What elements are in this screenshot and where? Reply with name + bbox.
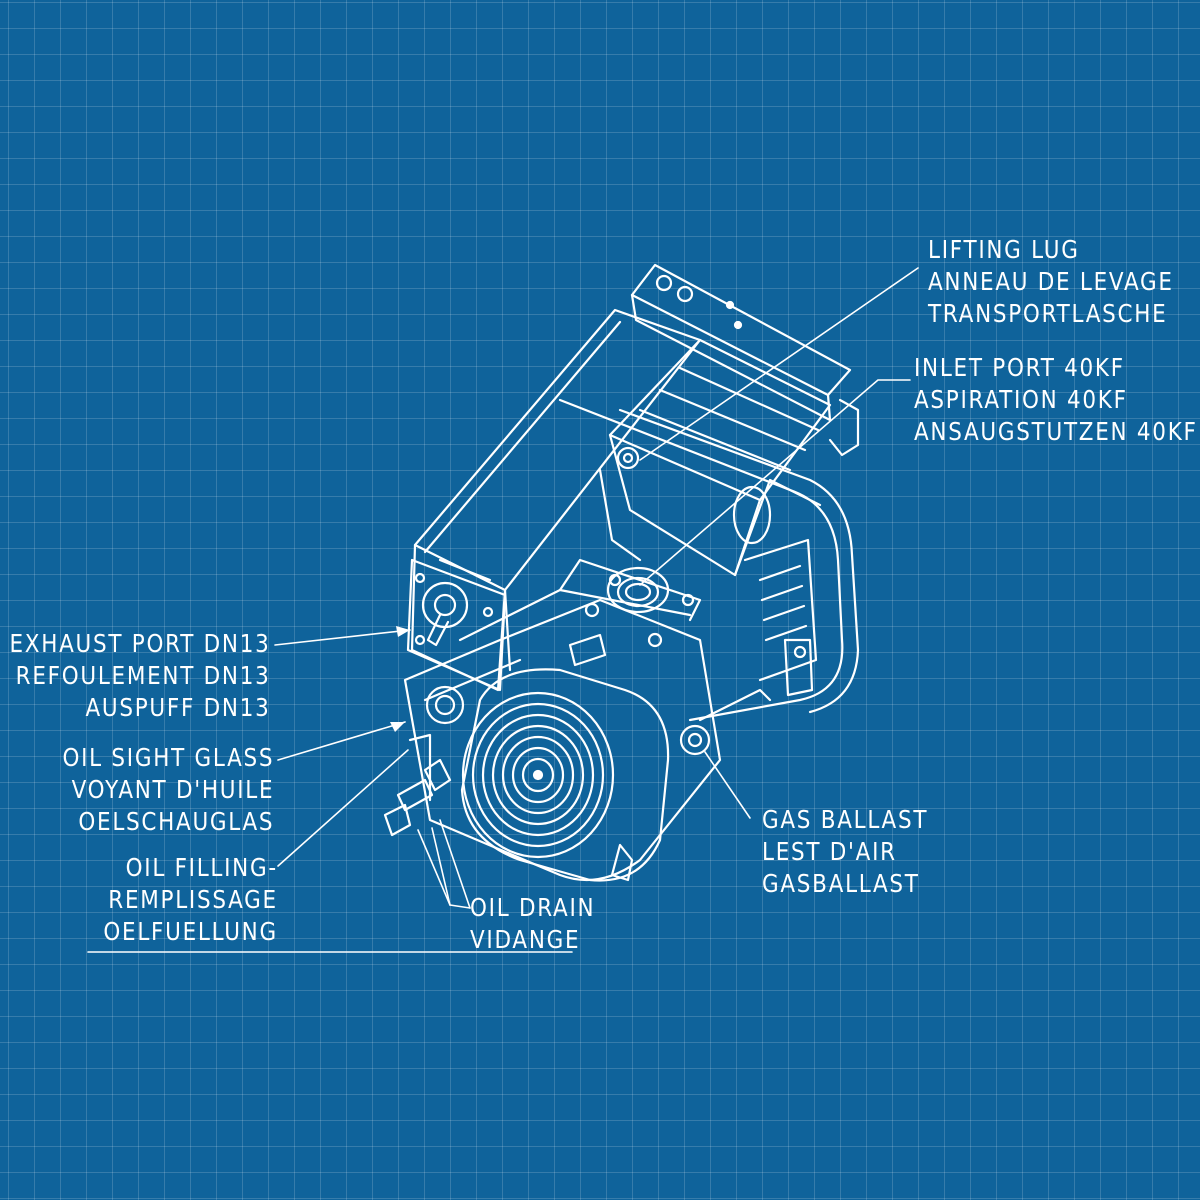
- label-line: OELFUELLUNG: [103, 917, 278, 946]
- inlet-flange: [606, 566, 670, 614]
- label-oil-drain: OIL DRAIN VIDANGE: [470, 892, 595, 956]
- label-oil-filling: OIL FILLING- REMPLISSAGE OELFUELLUNG: [104, 852, 278, 948]
- label-line: LEST D'AIR: [762, 837, 897, 866]
- leader-arrowheads: [390, 626, 410, 732]
- label-line: REMPLISSAGE: [108, 885, 279, 914]
- label-lifting-lug: LIFTING LUG ANNEAU DE LEVAGE TRANSPORTLA…: [928, 234, 1174, 330]
- label-line: ASPIRATION 40KF: [914, 385, 1128, 414]
- label-line: VIDANGE: [470, 925, 581, 954]
- oil-drain-fittings: [383, 685, 465, 837]
- label-exhaust-port: EXHAUST PORT DN13 REFOULEMENT DN13 AUSPU…: [9, 628, 270, 724]
- exhaust-block: [406, 558, 507, 692]
- label-inlet-port: INLET PORT 40KF ASPIRATION 40KF ANSAUGST…: [914, 352, 1198, 448]
- label-gas-ballast: GAS BALLAST LEST D'AIR GASBALLAST: [762, 804, 928, 900]
- label-line: OIL FILLING-: [125, 853, 278, 882]
- label-line: GAS BALLAST: [762, 805, 929, 834]
- label-line: INLET PORT 40KF: [914, 353, 1125, 382]
- label-line: ANNEAU DE LEVAGE: [928, 267, 1174, 296]
- motor-top-block: [598, 338, 832, 577]
- label-line: ANSAUGSTUTZEN 40KF: [914, 417, 1198, 446]
- label-line: AUSPUFF DN13: [84, 693, 270, 722]
- fan-cover: [460, 668, 670, 882]
- oil-box: [410, 308, 702, 692]
- label-line: EXHAUST PORT DN13: [8, 629, 270, 658]
- label-line: TRANSPORTLASCHE: [928, 299, 1168, 328]
- label-line: OIL SIGHT GLASS: [62, 743, 274, 772]
- label-oil-sight-glass: OIL SIGHT GLASS VOYANT D'HUILE OELSCHAUG…: [62, 742, 274, 838]
- leader-lines: [87, 267, 919, 953]
- label-line: LIFTING LUG: [928, 235, 1080, 264]
- label-line: OELSCHAUGLAS: [78, 807, 274, 836]
- label-line: VOYANT D'HUILE: [71, 775, 274, 804]
- label-line: OIL DRAIN: [470, 893, 596, 922]
- pump-front-housing: [403, 558, 722, 882]
- label-line: GASBALLAST: [762, 869, 920, 898]
- label-line: REFOULEMENT DN13: [15, 661, 270, 690]
- gas-ballast-knob: [679, 688, 772, 756]
